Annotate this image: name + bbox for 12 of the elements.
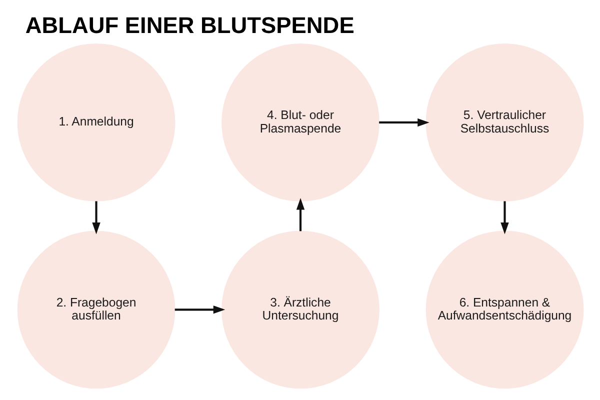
diagram-title: ABLAUF EINER BLUTSPENDE <box>24 12 354 38</box>
node-circle: 1. Anmeldung <box>16 44 175 202</box>
arrow <box>174 306 225 314</box>
arrow <box>296 198 304 232</box>
node-circle: 3. Ärztliche Untersuchung <box>221 230 379 389</box>
node-circle: 5. Vertraulicher Selbstauschluss <box>425 44 584 202</box>
node-circle: 2. Fragebogen ausfüllen <box>16 230 175 389</box>
arrow <box>500 201 508 234</box>
arrow <box>92 201 100 234</box>
arrow <box>378 118 429 127</box>
node-circle: 4. Blut- oder Plasmaspende <box>221 44 379 202</box>
node-circle: 6. Entspannen & Aufwandsentschädigung <box>425 230 584 389</box>
